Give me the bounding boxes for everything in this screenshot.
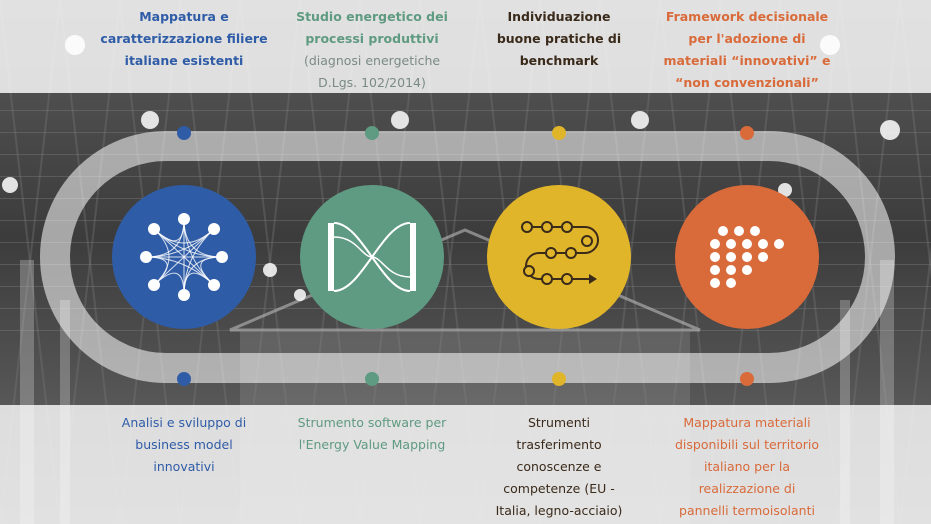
- top-marker-dot: [740, 126, 754, 140]
- stage-4-top-label: Framework decisionale per l'adozione di …: [657, 6, 837, 94]
- top-marker-dot: [177, 126, 191, 140]
- stage-subtitle: (diagnosi energetiche D.Lgs. 102/2014): [303, 53, 441, 90]
- stage-1: [112, 126, 256, 386]
- stage-3: [487, 126, 631, 386]
- stage-1-top-label: Mappatura e caratterizzazione filiere it…: [94, 6, 274, 72]
- top-band: [0, 0, 931, 93]
- bottom-marker-dot: [365, 372, 379, 386]
- stage-title: Individuazione buone pratiche di benchma…: [496, 9, 622, 68]
- top-marker-dot: [552, 126, 566, 140]
- process-path-icon: [521, 221, 599, 285]
- stage-2: [300, 126, 444, 386]
- stage-3-bottom-label: Strumenti trasferimento conoscenze e com…: [495, 415, 623, 518]
- process-loop: [40, 131, 895, 383]
- energy-flow-icon: [328, 222, 416, 292]
- stage-4: [675, 126, 819, 386]
- bottom-marker-dot: [740, 372, 754, 386]
- stage-circle: [487, 185, 631, 329]
- stage-title: Mappatura e caratterizzazione filiere it…: [100, 9, 268, 68]
- top-marker-dot: [365, 126, 379, 140]
- stage-2-top-label: Studio energetico dei processi produttiv…: [282, 6, 462, 94]
- dot-matrix-icon: [710, 226, 784, 288]
- stage-4-bottom-label: Mappatura materiali disponibili sul terr…: [674, 415, 820, 518]
- stage-title: Framework decisionale per l'adozione di …: [663, 9, 831, 90]
- bottom-marker-dot: [177, 372, 191, 386]
- stage-3-top-label: Individuazione buone pratiche di benchma…: [469, 6, 649, 72]
- network-graph-icon: [140, 213, 228, 301]
- bottom-marker-dot: [552, 372, 566, 386]
- bottom-band: [0, 405, 931, 524]
- stage-2-bottom-label: Strumento software per l'Energy Value Ma…: [297, 415, 447, 452]
- stage-1-bottom-label: Analisi e sviluppo di business model inn…: [121, 415, 247, 474]
- stage-title: Studio energetico dei processi produttiv…: [296, 9, 448, 46]
